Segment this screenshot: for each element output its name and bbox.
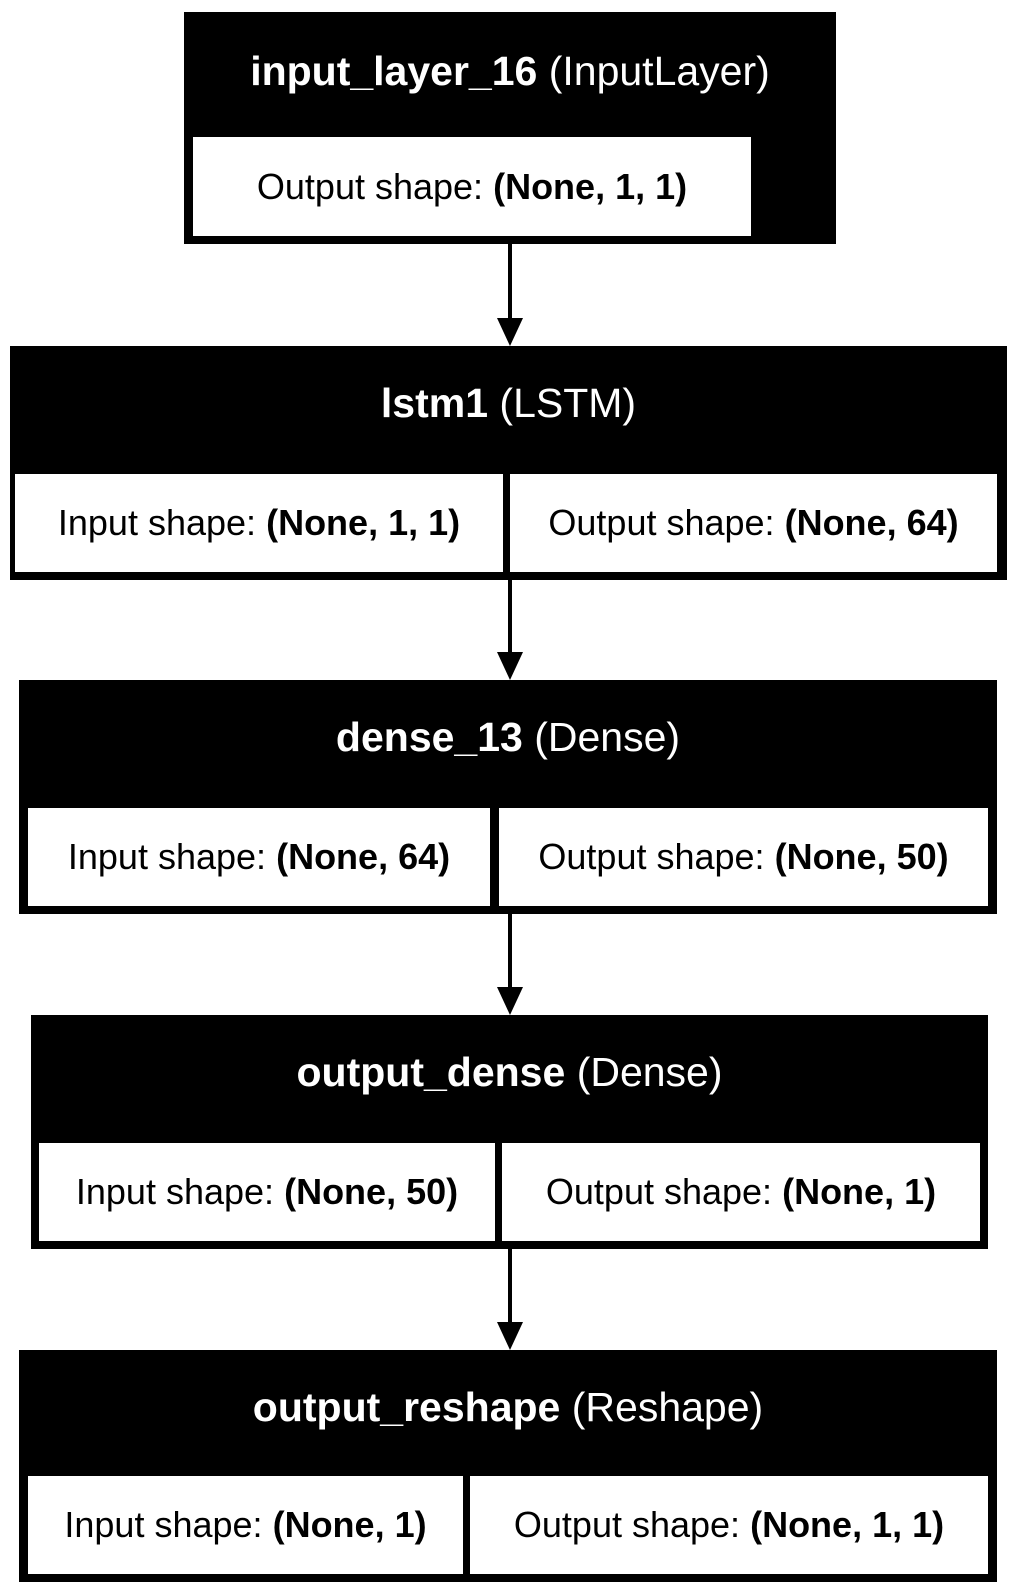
output-shape-label: Output shape: [256,165,484,207]
input-shape-value: (None, 1, 1) [266,502,461,543]
node-title: lstm1 (LSTM) [10,380,1007,427]
input-shape-value: (None, 1) [272,1504,427,1545]
output-shape-label: Output shape: [538,836,765,877]
output-shape-value: (None, 1, 1) [750,1504,945,1545]
output-shape-label: Output shape: [548,502,775,543]
edge-input-to-lstm [497,242,523,346]
output-shape-value: (None, 1) [782,1171,937,1212]
input-shape-cell: Input shape: (None, 1, 1) [15,474,503,572]
node-output-reshape: output_reshape (Reshape) Input shape: (N… [19,1350,997,1582]
output-shape-label: Output shape: [545,1171,773,1212]
input-shape-value: (None, 64) [276,836,451,877]
input-shape-label: Input shape: [64,1504,263,1545]
input-shape-label: Input shape: [75,1171,275,1212]
node-input-layer: input_layer_16 (InputLayer) Output shape… [184,12,836,244]
layer-name: dense_13 [335,714,523,760]
output-shape-value: (None, 50) [774,836,949,877]
node-title: input_layer_16 (InputLayer) [184,48,836,95]
layer-type: (Reshape) [571,1384,764,1430]
node-output-dense: output_dense (Dense) Input shape: (None,… [31,1015,988,1249]
layer-type: (Dense) [534,714,681,760]
input-shape-label: Input shape: [67,836,267,877]
output-shape-label: Output shape: [513,1504,741,1545]
output-shape-cell: Output shape: (None, 50) [499,808,988,906]
input-shape-cell: Input shape: (None, 64) [28,808,490,906]
node-dense-13: dense_13 (Dense) Input shape: (None, 64)… [19,680,997,914]
layer-type: (LSTM) [499,380,637,426]
layer-name: output_dense [296,1049,566,1095]
input-shape-label: Input shape: [57,502,257,543]
input-shape-cell: Input shape: (None, 50) [39,1143,495,1241]
edge-output-dense-to-reshape [497,1248,523,1350]
layer-name: lstm1 [380,380,489,426]
node-title: dense_13 (Dense) [19,714,997,761]
output-shape-cell: Output shape: (None, 1, 1) [470,1476,988,1574]
output-shape-value: (None, 64) [784,502,959,543]
layer-type: (InputLayer) [548,48,770,94]
edge-lstm-to-dense [497,579,523,680]
edge-dense-to-output-dense [497,913,523,1015]
output-shape-cell: Output shape: (None, 1) [502,1143,980,1241]
layer-type: (Dense) [576,1049,723,1095]
input-shape-value: (None, 50) [284,1171,459,1212]
layer-name: output_reshape [252,1384,561,1430]
layer-name: input_layer_16 [250,48,538,94]
node-title: output_dense (Dense) [31,1049,988,1096]
input-shape-cell: Input shape: (None, 1) [28,1476,463,1574]
output-shape-value: (None, 1, 1) [493,165,688,207]
output-shape-cell: Output shape: (None, 64) [510,474,997,572]
node-lstm1: lstm1 (LSTM) Input shape: (None, 1, 1) O… [10,346,1007,580]
output-shape-cell: Output shape: (None, 1, 1) [193,137,751,236]
node-title: output_reshape (Reshape) [19,1384,997,1431]
